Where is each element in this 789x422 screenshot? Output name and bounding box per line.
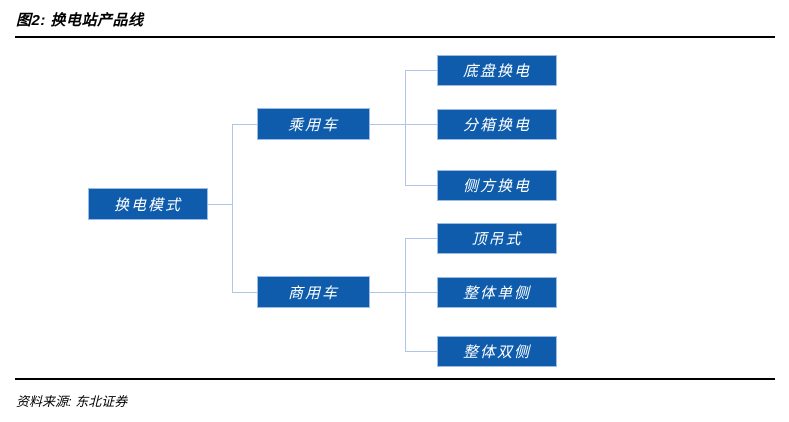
node-side-swap[interactable]: 侧方换电: [437, 170, 557, 201]
connector-commercial-leaf-2: [405, 292, 438, 293]
connector-to-passenger: [232, 124, 258, 125]
node-commercial-vehicle[interactable]: 商用车: [257, 276, 370, 308]
title-divider: [15, 36, 775, 38]
connector-commercial-trunk: [405, 238, 406, 351]
node-boxed-swap[interactable]: 分箱换电: [437, 109, 557, 140]
node-root-battery-swap-mode[interactable]: 换电模式: [88, 188, 208, 220]
source-divider: [15, 378, 775, 380]
connector-passenger-leaf-3: [405, 185, 438, 186]
connector-to-commercial: [232, 292, 258, 293]
node-top-hoist[interactable]: 顶吊式: [437, 223, 557, 254]
node-whole-single-side[interactable]: 整体单侧: [437, 277, 557, 308]
connector-passenger-stub: [370, 124, 406, 125]
connector-commercial-stub: [370, 292, 406, 293]
connector-passenger-leaf-1: [405, 70, 438, 71]
connector-commercial-leaf-1: [405, 238, 438, 239]
node-passenger-vehicle[interactable]: 乘用车: [257, 108, 370, 140]
page-title: 图2: 换电站产品线: [16, 12, 144, 29]
node-whole-double-side[interactable]: 整体双侧: [437, 336, 557, 367]
source-note: 资料来源: 东北证券: [16, 394, 128, 409]
connector-commercial-leaf-3: [405, 351, 438, 352]
node-chassis-swap[interactable]: 底盘换电: [437, 55, 557, 86]
connector-root-stub: [208, 204, 233, 205]
connector-passenger-leaf-2: [405, 124, 438, 125]
connector-passenger-trunk: [405, 70, 406, 185]
connector-root-trunk: [232, 124, 233, 293]
tree-diagram: 换电模式 乘用车 商用车 底盘换电 分箱换电 侧方换电 顶吊式 整体单侧 整体双…: [0, 40, 789, 376]
